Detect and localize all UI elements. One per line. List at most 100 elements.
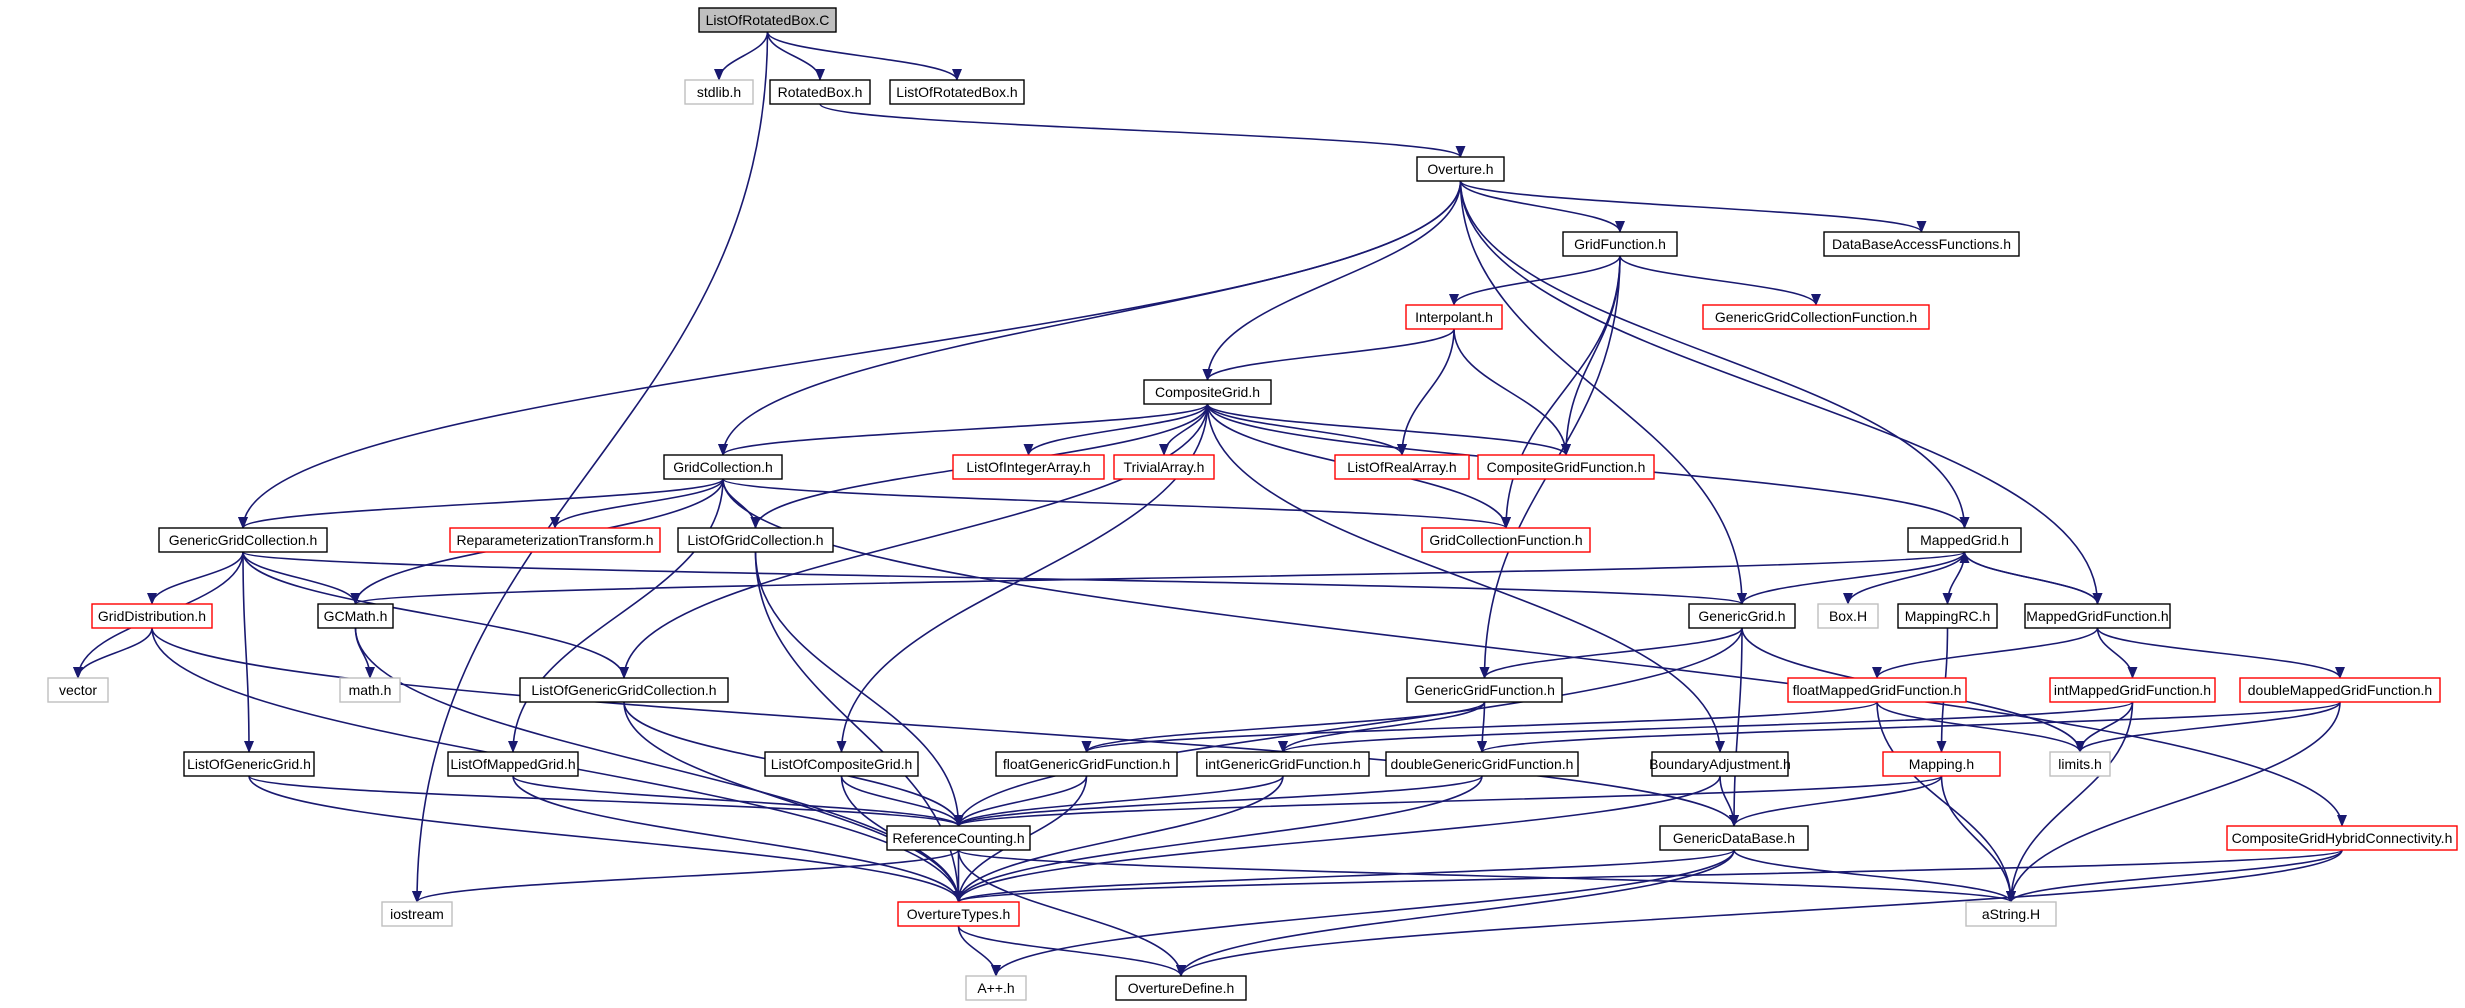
node-doubleggf[interactable]: doubleGenericGridFunction.h bbox=[1385, 751, 1579, 777]
edge-compositegrid-to-gridcollection bbox=[718, 403, 1209, 456]
node-label: Interpolant.h bbox=[1415, 309, 1493, 325]
node-genericgrid[interactable]: GenericGrid.h bbox=[1688, 603, 1796, 629]
node-cghc[interactable]: CompositeGridHybridConnectivity.h bbox=[2226, 825, 2458, 851]
node-rotatedbox[interactable]: RotatedBox.h bbox=[769, 79, 871, 105]
node-stdlib[interactable]: stdlib.h bbox=[684, 79, 754, 105]
node-mapping[interactable]: Mapping.h bbox=[1882, 751, 2001, 777]
node-listint[interactable]: ListOfIntegerArray.h bbox=[952, 454, 1105, 480]
node-mappedgrid[interactable]: MappedGrid.h bbox=[1907, 527, 2022, 553]
node-listgg[interactable]: ListOfGenericGrid.h bbox=[183, 751, 315, 777]
edge-overture-to-compositegrid bbox=[1202, 180, 1462, 381]
node-griddist[interactable]: GridDistribution.h bbox=[91, 603, 213, 629]
node-boundary[interactable]: BoundaryAdjustment.h bbox=[1649, 751, 1791, 777]
node-mappingrc[interactable]: MappingRC.h bbox=[1897, 603, 1998, 629]
node-listcg[interactable]: ListOfCompositeGrid.h bbox=[764, 751, 919, 777]
node-intggf[interactable]: intGenericGridFunction.h bbox=[1196, 751, 1370, 777]
node-ggcf[interactable]: GenericGridCollectionFunction.h bbox=[1702, 304, 1930, 330]
node-boxh[interactable]: Box.H bbox=[1817, 603, 1879, 629]
edge-overture-to-genericgrid bbox=[1459, 180, 1747, 605]
node-app[interactable]: A++.h bbox=[965, 975, 1027, 1001]
node-box bbox=[317, 603, 394, 629]
edge-boundary-to-otypes bbox=[953, 775, 1721, 903]
node-label: limits.h bbox=[2058, 756, 2102, 772]
node-root[interactable]: ListOfRotatedBox.C bbox=[698, 7, 837, 33]
node-box bbox=[1113, 454, 1215, 480]
edge-genericgrid-to-ggf bbox=[1479, 627, 1743, 679]
edge-floatmgf-to-limits bbox=[1876, 701, 2085, 753]
node-dbaccess[interactable]: DataBaseAccessFunctions.h bbox=[1823, 231, 2020, 257]
node-listrotated[interactable]: ListOfRotatedBox.h bbox=[889, 79, 1025, 105]
edge-gdb-to-odefine bbox=[1176, 849, 1735, 977]
node-listmg[interactable]: ListOfMappedGrid.h bbox=[447, 751, 579, 777]
node-box bbox=[965, 975, 1027, 1001]
node-cgf[interactable]: CompositeGridFunction.h bbox=[1477, 454, 1655, 480]
node-box bbox=[1659, 825, 1809, 851]
node-doublemgf[interactable]: doubleMappedGridFunction.h bbox=[2239, 677, 2441, 703]
node-reparam[interactable]: ReparameterizationTransform.h bbox=[449, 527, 661, 553]
node-box bbox=[897, 901, 1020, 927]
edge-rotatedbox-to-overture bbox=[819, 103, 1466, 158]
edge-interpolant-to-compositegrid bbox=[1202, 328, 1455, 381]
node-otypes[interactable]: OvertureTypes.h bbox=[897, 901, 1020, 927]
edge-listgg-to-otypes bbox=[248, 775, 964, 903]
node-overture[interactable]: Overture.h bbox=[1416, 156, 1505, 182]
edge-griddist-to-vector bbox=[73, 627, 153, 679]
edge-mapping-to-astring bbox=[1940, 775, 2016, 903]
edge-intggf-to-otypes bbox=[953, 775, 1284, 903]
node-listreal[interactable]: ListOfRealArray.h bbox=[1334, 454, 1470, 480]
node-gcf[interactable]: GridCollectionFunction.h bbox=[1421, 527, 1591, 553]
node-astring[interactable]: aString.H bbox=[1965, 901, 2057, 927]
node-box bbox=[2049, 677, 2216, 703]
node-refcount[interactable]: ReferenceCounting.h bbox=[886, 825, 1031, 851]
node-box bbox=[1965, 901, 2057, 927]
node-listggc[interactable]: ListOfGenericGridCollection.h bbox=[519, 677, 729, 703]
edge-gdb-to-otypes bbox=[953, 849, 1735, 903]
node-limits[interactable]: limits.h bbox=[2049, 751, 2111, 777]
node-vector[interactable]: vector bbox=[47, 677, 109, 703]
node-box bbox=[47, 677, 109, 703]
edge-gridcollection-to-reparam bbox=[550, 478, 724, 529]
node-gridfunction[interactable]: GridFunction.h bbox=[1562, 231, 1678, 257]
node-label: CompositeGridHybridConnectivity.h bbox=[2232, 830, 2453, 846]
edge-gdb-to-astring bbox=[1733, 849, 2016, 903]
node-ggf[interactable]: GenericGridFunction.h bbox=[1406, 677, 1563, 703]
edge-ggf-to-intggf bbox=[1278, 701, 1486, 753]
node-odefine[interactable]: OvertureDefine.h bbox=[1115, 975, 1247, 1001]
edge-root-to-listrotated bbox=[766, 31, 962, 81]
node-label: Overture.h bbox=[1427, 161, 1493, 177]
node-label: ListOfGenericGrid.h bbox=[187, 756, 311, 772]
node-label: intGenericGridFunction.h bbox=[1205, 756, 1361, 772]
edge-ggc-to-griddist bbox=[147, 551, 244, 605]
node-box bbox=[952, 454, 1105, 480]
node-mgf[interactable]: MappedGridFunction.h bbox=[2024, 603, 2171, 629]
node-listgc[interactable]: ListOfGridCollection.h bbox=[677, 527, 834, 553]
node-floatggf[interactable]: floatGenericGridFunction.h bbox=[995, 751, 1178, 777]
edge-mappedgrid-to-genericgrid bbox=[1737, 551, 1966, 605]
node-interpolant[interactable]: Interpolant.h bbox=[1405, 304, 1503, 330]
edge-mgf-to-mappedgrid bbox=[1959, 551, 2099, 605]
node-floatmgf[interactable]: floatMappedGridFunction.h bbox=[1787, 677, 1967, 703]
node-iostream[interactable]: iostream bbox=[381, 901, 453, 927]
edge-overture-to-dbaccess bbox=[1459, 180, 1927, 233]
node-gdb[interactable]: GenericDataBase.h bbox=[1659, 825, 1809, 851]
node-box bbox=[2049, 751, 2111, 777]
edge-genericgrid-to-refcount bbox=[953, 627, 1743, 827]
node-gcmath[interactable]: GCMath.h bbox=[317, 603, 394, 629]
node-label: ListOfRotatedBox.C bbox=[706, 12, 830, 28]
edge-gridfunction-to-interpolant bbox=[1449, 255, 1621, 306]
node-gridcollection[interactable]: GridCollection.h bbox=[663, 454, 783, 480]
edge-refcount-to-astring bbox=[957, 849, 2016, 903]
node-label: RotatedBox.h bbox=[778, 84, 863, 100]
node-ggc[interactable]: GenericGridCollection.h bbox=[158, 527, 328, 553]
node-intmgf[interactable]: intMappedGridFunction.h bbox=[2049, 677, 2216, 703]
node-compositegrid[interactable]: CompositeGrid.h bbox=[1143, 379, 1272, 405]
node-label: DataBaseAccessFunctions.h bbox=[1832, 236, 2011, 252]
node-label: OvertureDefine.h bbox=[1128, 980, 1235, 996]
node-label: GenericGridFunction.h bbox=[1414, 682, 1555, 698]
node-trivial[interactable]: TrivialArray.h bbox=[1113, 454, 1215, 480]
edge-overture-to-gridcollection bbox=[718, 180, 1462, 456]
edge-griddist-to-gdb bbox=[151, 627, 1739, 827]
node-label: MappedGrid.h bbox=[1920, 532, 2009, 548]
node-math[interactable]: math.h bbox=[339, 677, 401, 703]
